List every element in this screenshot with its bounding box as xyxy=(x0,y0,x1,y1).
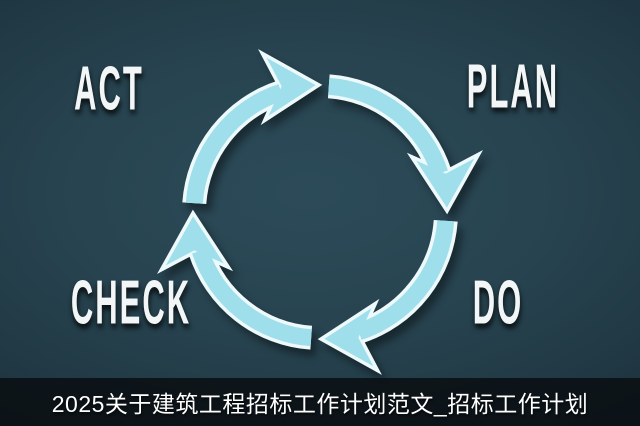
arrow-do-to-check-icon xyxy=(323,221,445,368)
caption-bar: 2025关于建筑工程招标工作计划范文_招标工作计划 xyxy=(0,378,640,426)
label-act: ACT xyxy=(74,54,144,124)
label-do: DO xyxy=(472,268,524,338)
caption-text: 2025关于建筑工程招标工作计划范文_招标工作计划 xyxy=(51,391,589,417)
arrow-act-to-plan-icon xyxy=(194,56,316,203)
label-plan: PLAN xyxy=(466,52,560,122)
label-check: CHECK xyxy=(70,268,192,338)
arrow-plan-to-do-icon xyxy=(329,86,476,208)
